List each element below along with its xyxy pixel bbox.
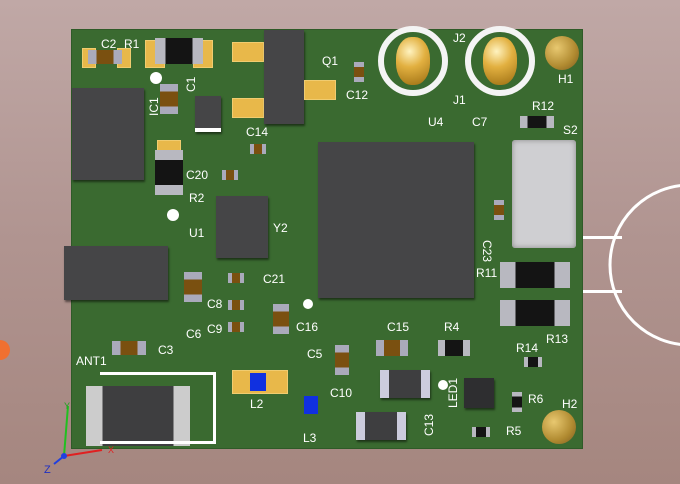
label-r13: R13 xyxy=(546,332,569,346)
antenna-outline xyxy=(100,372,216,444)
label-h2: H2 xyxy=(562,397,578,411)
resistor-r2[interactable] xyxy=(155,150,183,195)
crystal-y2[interactable] xyxy=(216,196,268,258)
axis-gizmo xyxy=(53,405,103,465)
component-c13[interactable] xyxy=(356,412,406,440)
capacitor-c9[interactable] xyxy=(228,322,244,332)
label-j2: J2 xyxy=(453,31,466,45)
pad xyxy=(304,80,336,100)
component-c10[interactable] xyxy=(380,370,430,398)
label-ic1: IC1 xyxy=(147,97,161,116)
connector-j1[interactable] xyxy=(465,26,535,96)
axis-label-z: Z xyxy=(44,464,51,476)
ic-u4[interactable] xyxy=(318,142,474,298)
label-j1: J1 xyxy=(453,93,466,107)
label-c3: C3 xyxy=(158,343,174,357)
label-u4: U4 xyxy=(428,115,444,129)
label-r5: R5 xyxy=(506,424,522,438)
ic-u1[interactable] xyxy=(64,246,168,300)
capacitor-c2[interactable] xyxy=(88,50,122,64)
label-c10: C10 xyxy=(330,386,353,400)
capacitor-c14[interactable] xyxy=(250,144,266,154)
pad xyxy=(232,42,264,62)
label-c14: C14 xyxy=(246,125,269,139)
y-axis-line xyxy=(63,405,69,457)
outline-circle xyxy=(608,184,680,346)
connector-j2[interactable] xyxy=(378,26,448,96)
capacitor-c3[interactable] xyxy=(112,341,146,355)
capacitor-c5[interactable] xyxy=(335,345,349,375)
resistor-r4[interactable] xyxy=(438,340,470,356)
capacitor-c23[interactable] xyxy=(494,200,504,220)
transistor-q1[interactable] xyxy=(264,30,304,124)
resistor-r1[interactable] xyxy=(155,38,203,64)
label-ant1: ANT1 xyxy=(76,354,107,368)
label-r4: R4 xyxy=(444,320,460,334)
axis-label-x: X xyxy=(108,445,115,455)
label-r6: R6 xyxy=(528,392,544,406)
via-hole xyxy=(150,72,162,84)
axis-origin xyxy=(61,453,67,459)
label-r2: R2 xyxy=(189,191,205,205)
inductor-l3[interactable] xyxy=(304,396,318,414)
label-c20: C20 xyxy=(186,168,209,182)
diode-c1[interactable] xyxy=(195,96,221,132)
pad xyxy=(232,98,264,118)
label-s2: S2 xyxy=(563,123,578,137)
resistor-r6[interactable] xyxy=(512,392,522,412)
label-l2: L2 xyxy=(250,397,264,411)
orange-marker xyxy=(0,340,10,360)
capacitor-c12[interactable] xyxy=(354,62,364,82)
label-c2: C2 xyxy=(101,37,117,51)
label-c12: C12 xyxy=(346,88,369,102)
capacitor-ic1[interactable] xyxy=(160,84,178,114)
capacitor-c16[interactable] xyxy=(273,304,289,334)
mounting-hole-h1 xyxy=(545,36,579,70)
via-hole xyxy=(167,209,179,221)
label-c6: C6 xyxy=(186,327,202,341)
via-hole xyxy=(438,380,448,390)
label-c15: C15 xyxy=(387,320,410,334)
label-led1: LED1 xyxy=(446,377,460,408)
label-h1: H1 xyxy=(558,72,574,86)
label-c16: C16 xyxy=(296,320,319,334)
label-r12: R12 xyxy=(532,99,555,113)
label-y2: Y2 xyxy=(273,221,288,235)
resistor-r13[interactable] xyxy=(500,300,570,326)
label-r14: R14 xyxy=(516,341,539,355)
capacitor-c20[interactable] xyxy=(222,170,238,180)
switch-s2[interactable] xyxy=(512,140,576,248)
inductor-l2[interactable] xyxy=(250,373,266,391)
antenna-ant1[interactable] xyxy=(86,386,190,446)
x-axis-line xyxy=(63,449,103,457)
label-q1: Q1 xyxy=(322,54,339,68)
resistor-r5[interactable] xyxy=(472,427,490,437)
label-c23: C23 xyxy=(480,240,494,263)
ic-ic1[interactable] xyxy=(72,88,144,180)
axis-label-y: Y xyxy=(64,401,71,411)
capacitor-c15[interactable] xyxy=(376,340,408,356)
label-u1: U1 xyxy=(189,226,205,240)
capacitor-c6[interactable] xyxy=(184,272,202,302)
label-r11: R11 xyxy=(476,266,498,280)
label-c21: C21 xyxy=(263,272,286,286)
capacitor-c8[interactable] xyxy=(228,300,244,310)
resistor-r14[interactable] xyxy=(524,357,542,367)
label-r1: R1 xyxy=(124,37,140,51)
led-led1[interactable] xyxy=(464,378,494,408)
label-c7: C7 xyxy=(472,115,488,129)
capacitor-c21[interactable] xyxy=(228,273,244,283)
label-c8: C8 xyxy=(207,297,223,311)
label-c1: C1 xyxy=(184,76,198,92)
label-c13: C13 xyxy=(422,413,436,436)
label-c5: C5 xyxy=(307,347,323,361)
mounting-hole-h2 xyxy=(542,410,576,444)
label-l3: L3 xyxy=(303,431,317,445)
label-c9: C9 xyxy=(207,322,223,336)
resistor-r11[interactable] xyxy=(500,262,570,288)
resistor-r12[interactable] xyxy=(520,116,554,128)
board-outline-extension xyxy=(582,184,680,346)
via-hole xyxy=(303,299,313,309)
